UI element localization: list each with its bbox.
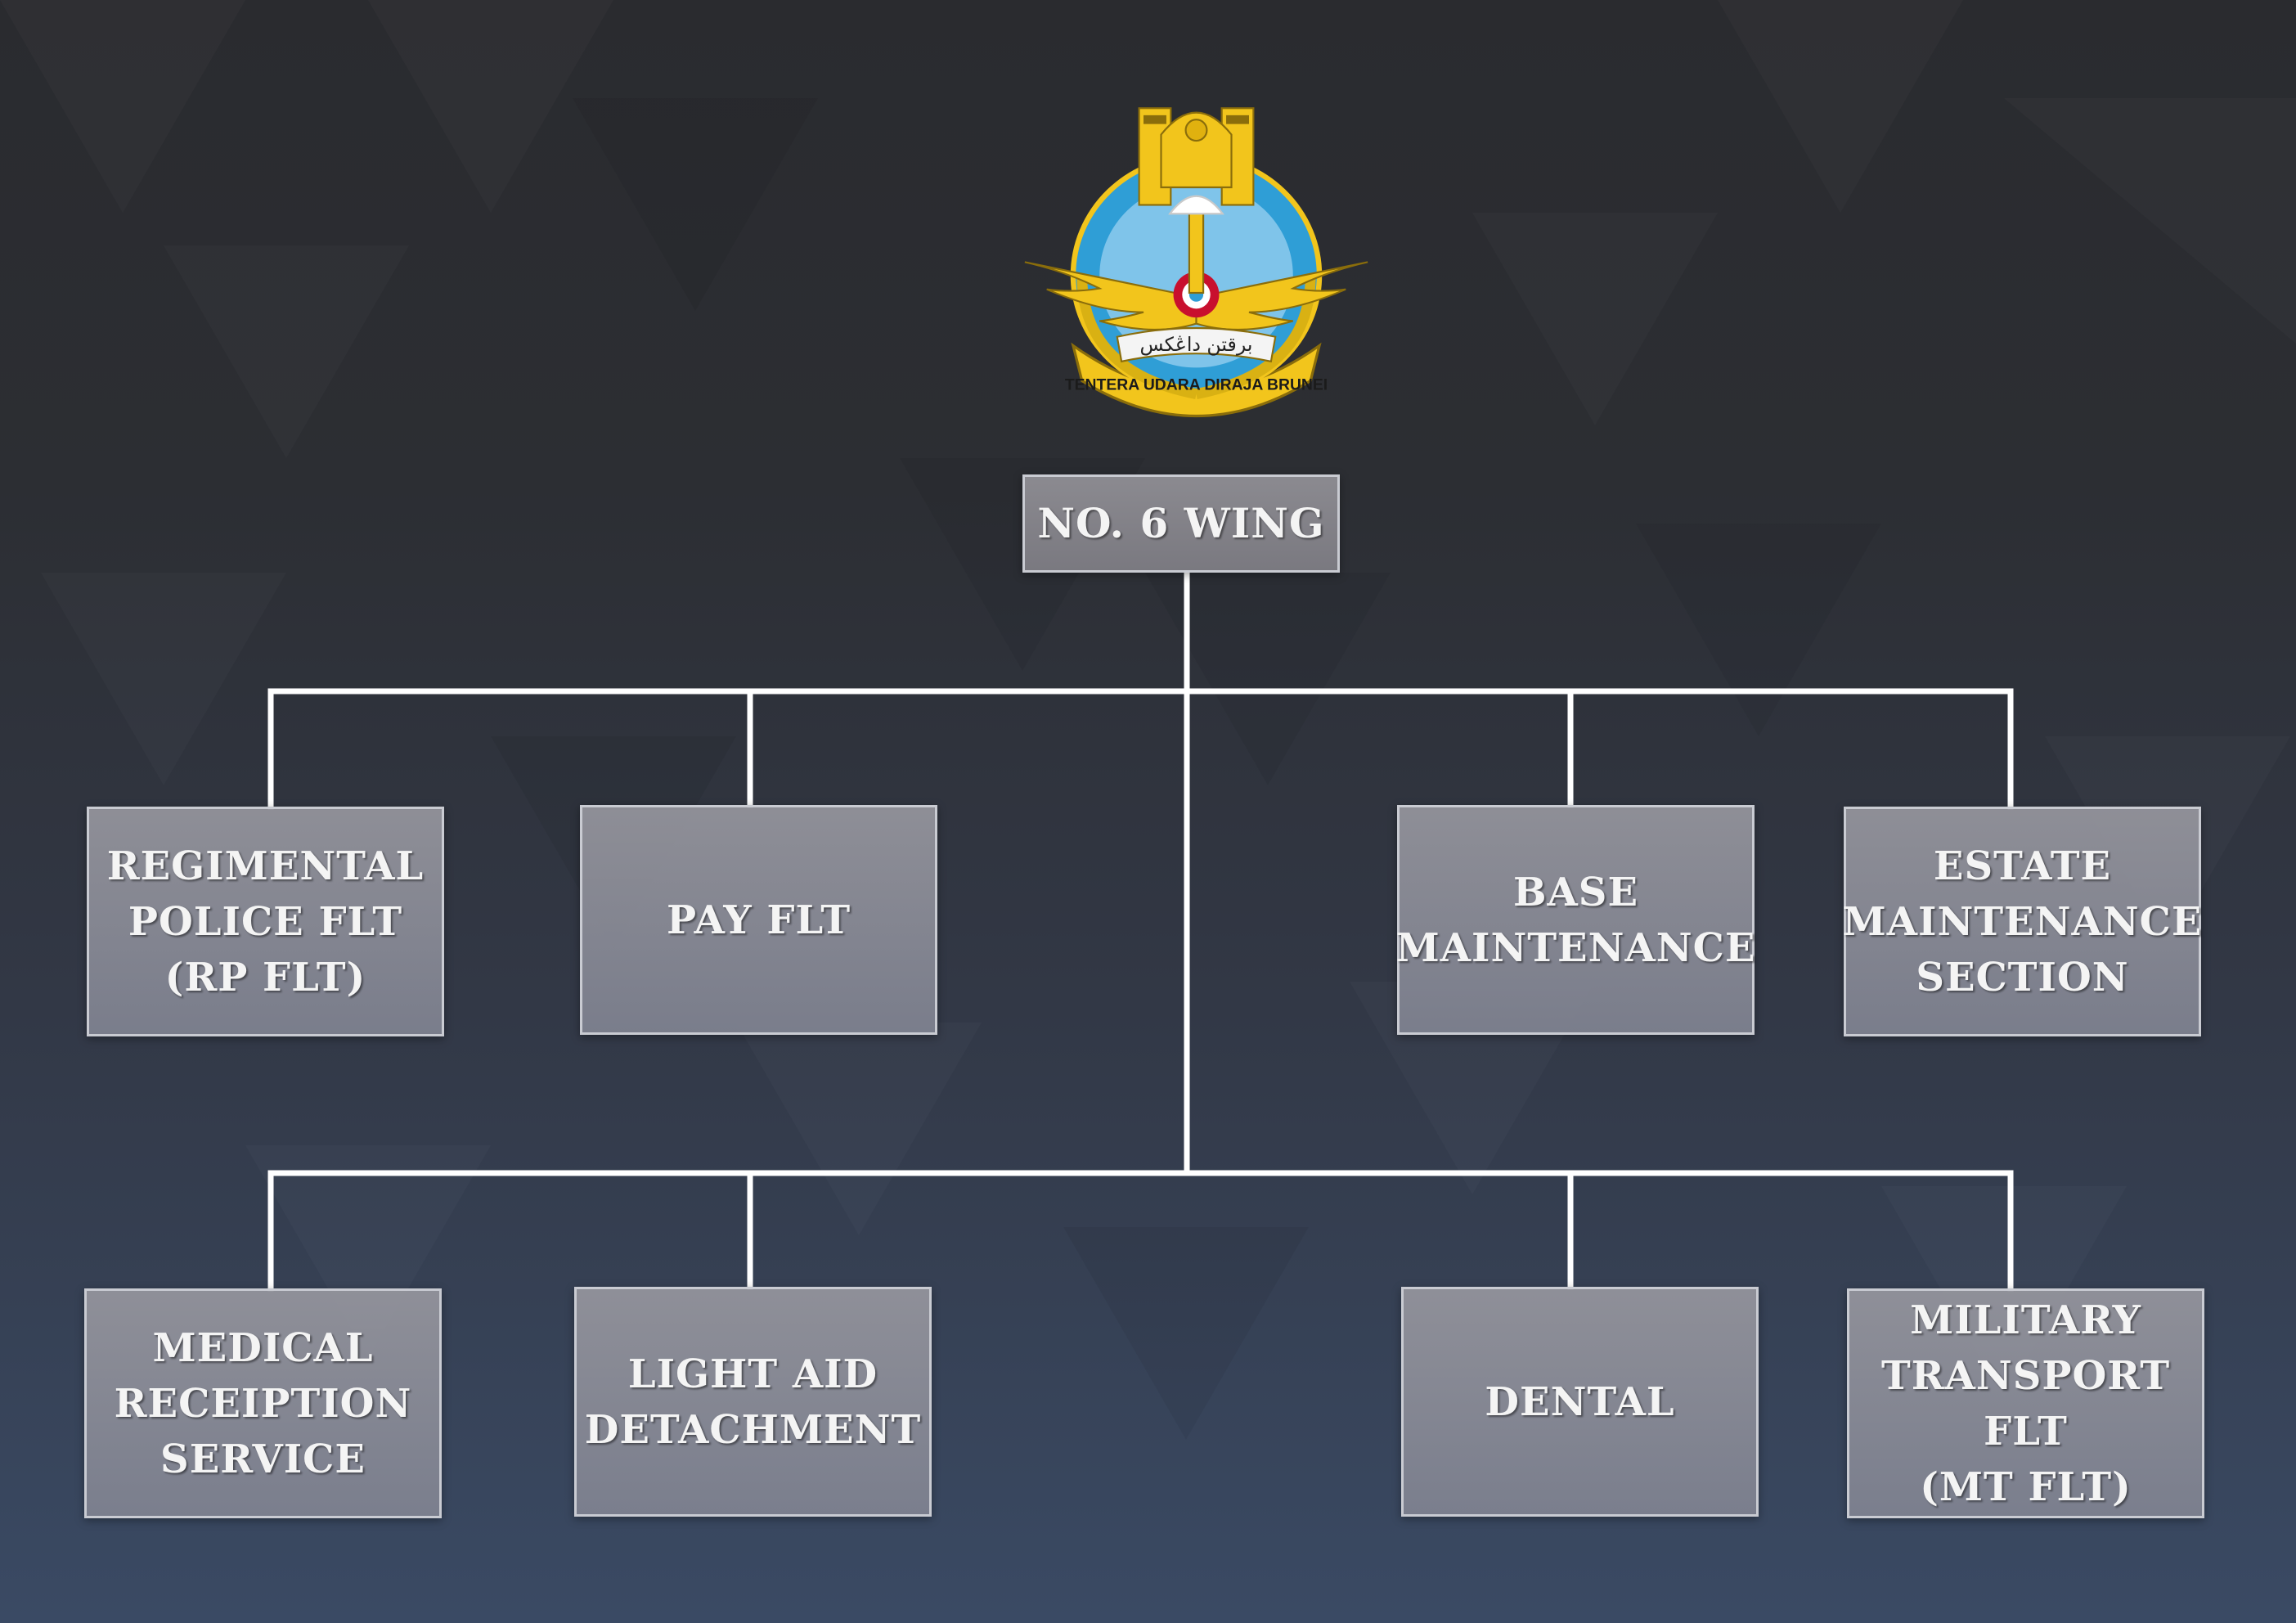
node-label: BASE MAINTENANCE bbox=[1395, 869, 1756, 971]
node-no-6-wing: NO. 6 WING bbox=[1022, 474, 1340, 573]
crest-emblem: برقتن داڠكس TENTERA UDARA DIRAJA BRUNEI bbox=[1024, 107, 1368, 418]
node-pay-flt: PAY FLT bbox=[580, 805, 937, 1035]
node-base-maintenance: BASE MAINTENANCE bbox=[1395, 805, 1756, 1035]
node-regimental-police-flt: REGIMENTAL POLICE FLT (RP FLT) bbox=[87, 807, 444, 1036]
node-label: PAY FLT bbox=[666, 897, 851, 943]
crest-wing-left bbox=[1024, 261, 1197, 330]
node-military-transport-flt: MILITARY TRANSPORT FLT (MT FLT) bbox=[1847, 1288, 2204, 1518]
node-label: MEDICAL RECEIPTION SERVICE bbox=[114, 1324, 412, 1482]
node-medical-receiption-service: MEDICAL RECEIPTION SERVICE bbox=[84, 1288, 442, 1518]
crest-jawi-text: برقتن داڠكس bbox=[1140, 333, 1253, 356]
node-label: MILITARY TRANSPORT FLT (MT FLT) bbox=[1880, 1297, 2171, 1510]
node-label: DENTAL bbox=[1485, 1378, 1675, 1425]
node-light-aid-detachment: LIGHT AID DETACHMENT bbox=[574, 1287, 932, 1517]
crest-scroll bbox=[1116, 326, 1277, 363]
node-label: NO. 6 WING bbox=[1037, 499, 1325, 547]
node-label: ESTATE MAINTENANCE SECTION bbox=[1842, 843, 2203, 1000]
crest-wing-right bbox=[1195, 261, 1368, 330]
crest-banner-text: TENTERA UDARA DIRAJA BRUNEI bbox=[1065, 375, 1328, 393]
node-estate-maintenance-section: ESTATE MAINTENANCE SECTION bbox=[1842, 807, 2203, 1036]
node-label: REGIMENTAL POLICE FLT (RP FLT) bbox=[106, 843, 425, 1000]
node-label: LIGHT AID DETACHMENT bbox=[584, 1351, 922, 1453]
node-dental: DENTAL bbox=[1401, 1287, 1759, 1517]
